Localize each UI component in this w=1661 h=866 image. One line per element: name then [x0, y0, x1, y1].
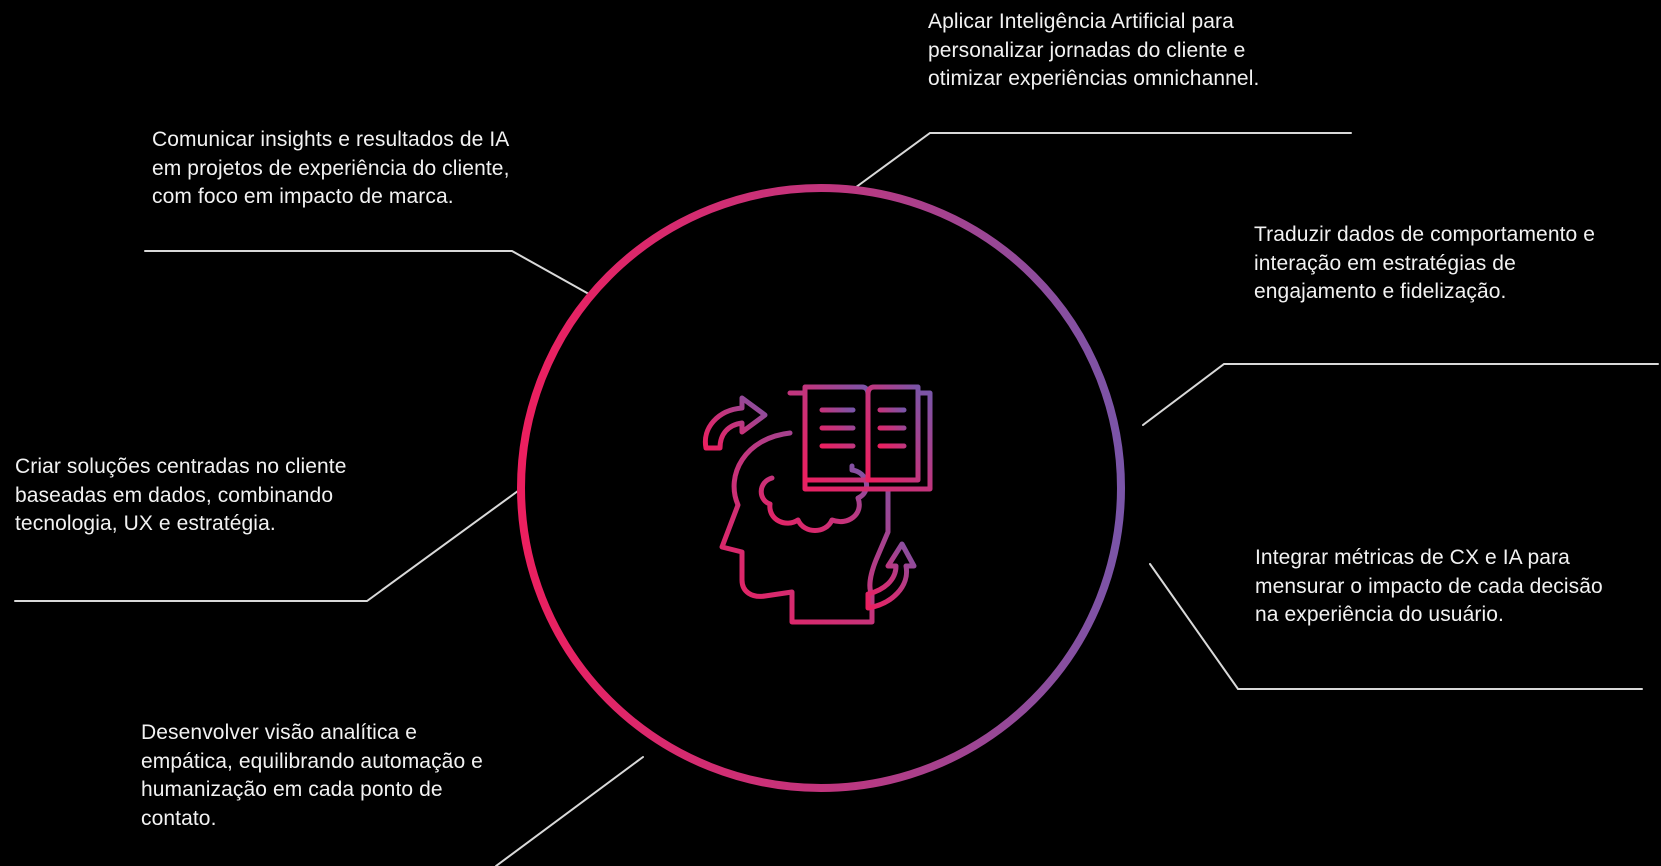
callout-line: humanização em cada ponto de: [141, 778, 443, 801]
callout-line: Aplicar Inteligência Artificial para: [928, 10, 1234, 33]
callout-line: personalizar jornadas do cliente e: [928, 38, 1246, 62]
callout-line: com foco em impacto de marca.: [152, 185, 454, 208]
connector-line-analytical-vision: [495, 756, 644, 866]
callout-line: Comunicar insights e resultados de IA: [152, 128, 510, 151]
callout-line: baseadas em dados, combinando: [15, 483, 334, 507]
connector-line-translate-data: [1142, 363, 1659, 426]
callout-line: Desenvolver visão analítica e: [141, 721, 418, 744]
callout-line: tecnologia, UX e estratégia.: [15, 512, 276, 535]
callout-line: Integrar métricas de CX e IA para: [1255, 546, 1570, 569]
callout-line: na experiência do usuário.: [1255, 603, 1504, 626]
callout-line: mensurar o impacto de cada decisão: [1255, 574, 1603, 598]
callout-translate-data: Traduzir dados de comportamento e intera…: [1254, 221, 1595, 307]
callout-line: engajamento e fidelização.: [1254, 280, 1507, 303]
callout-customer-centric: Criar soluções centradas no cliente base…: [15, 453, 347, 539]
callout-line: empática, equilibrando automação e: [141, 749, 483, 773]
callout-analytical-vision: Desenvolver visão analítica e empática, …: [141, 719, 483, 833]
callout-ai-personalization: Aplicar Inteligência Artificial para per…: [928, 8, 1259, 94]
connector-line-communicate-insights: [144, 250, 597, 299]
callout-line: interação em estratégias de: [1254, 251, 1516, 275]
head-with-book-icon: [702, 384, 933, 625]
callout-line: em projetos de experiência do cliente,: [152, 156, 510, 180]
connector-line-customer-centric: [14, 487, 523, 602]
callout-communicate-insights: Comunicar insights e resultados de IA em…: [152, 126, 510, 212]
callout-integrate-metrics: Integrar métricas de CX e IA para mensur…: [1255, 544, 1603, 630]
connector-line-ai-personalization: [847, 132, 1352, 194]
connector-line-integrate-metrics: [1149, 563, 1643, 690]
callout-line: Criar soluções centradas no cliente: [15, 455, 347, 478]
callout-line: contato.: [141, 806, 217, 830]
callout-line: Traduzir dados de comportamento e: [1254, 223, 1596, 246]
callout-line: otimizar experiências omnichannel.: [928, 67, 1260, 90]
